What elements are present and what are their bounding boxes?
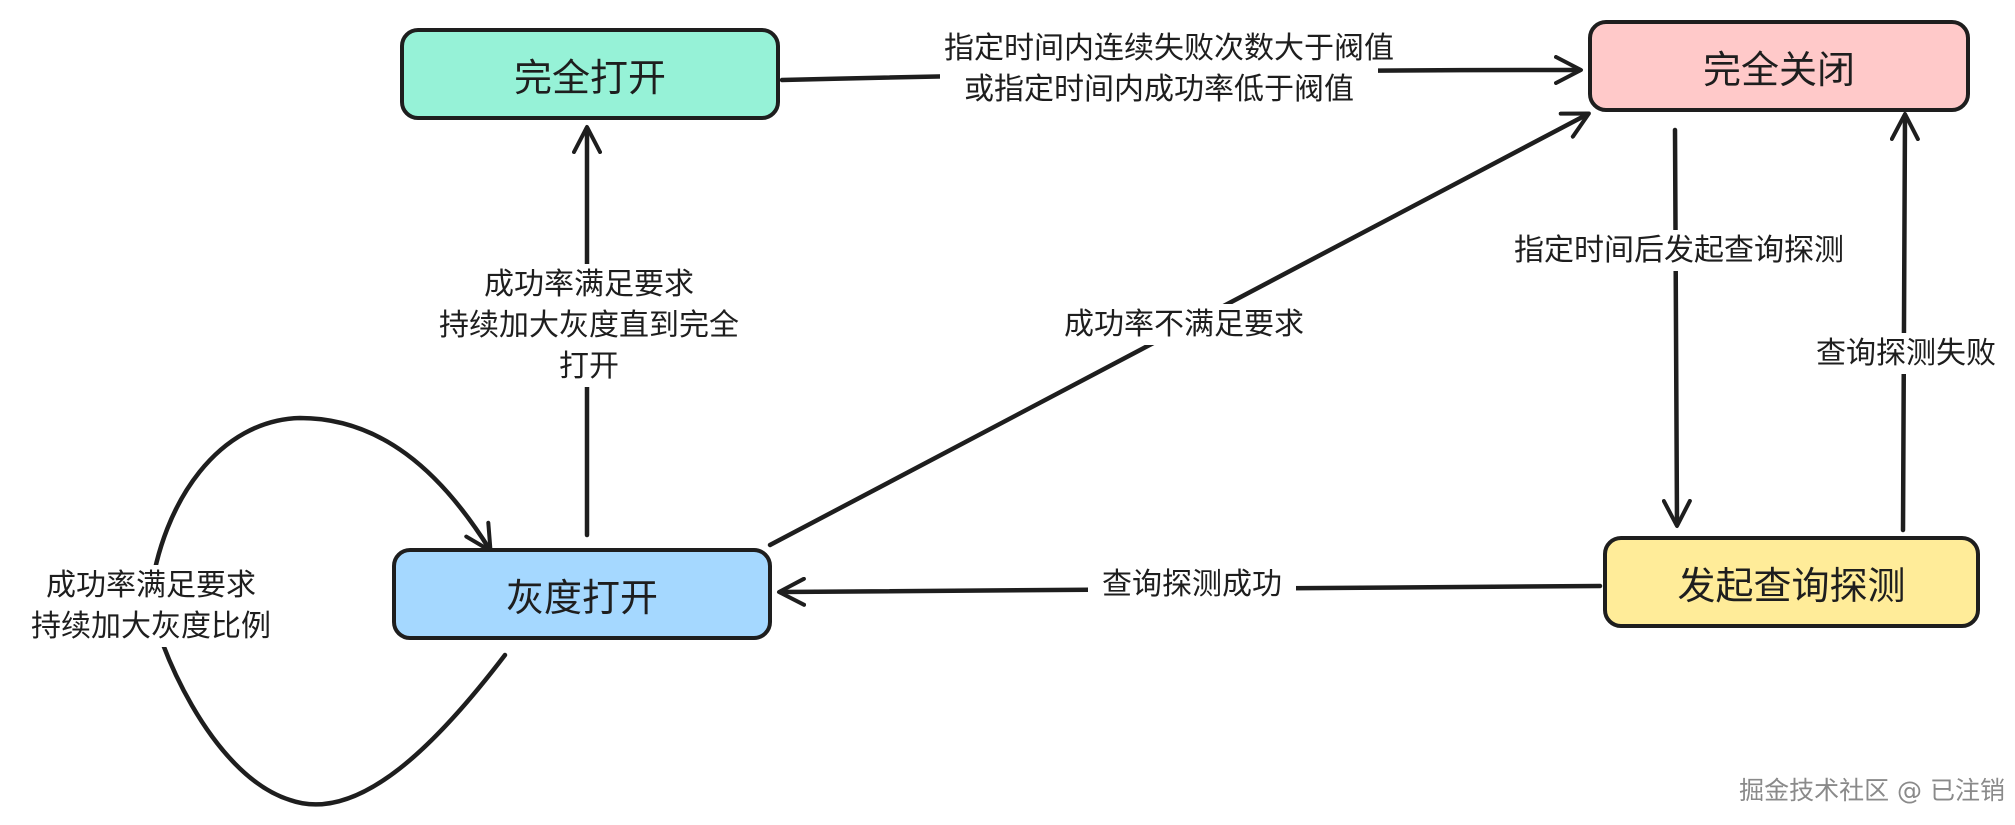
state-fully-open: 完全打开 [400,28,780,120]
state-start-probe: 发起查询探测 [1603,536,1980,628]
state-gray-open: 灰度打开 [392,548,772,640]
state-fully-closed-label: 完全关闭 [1702,47,1855,92]
state-gray-open-label: 灰度打开 [505,575,658,620]
state-fully-closed: 完全关闭 [1588,20,1970,112]
edge-label-probe-to-gray: 查询探测成功 [1088,564,1296,605]
edge-label-line: 成功率满足要求 [484,267,694,302]
edge-probe-to-closed [1889,112,1920,533]
edge-label-line: 指定时间内连续失败次数大于阀值 [944,31,1394,66]
edge-label-line: 查询探测成功 [1102,567,1282,602]
edge-label-line: 成功率满足要求 [46,568,256,603]
state-fully-open-label: 完全打开 [513,55,666,100]
edge-label-gray-to-open: 成功率满足要求 持续加大灰度直到完全 打开 [420,264,758,387]
edge-label-line: 查询探测失败 [1816,336,1996,371]
edge-closed-to-probe [1661,127,1692,528]
edge-label-probe-to-closed: 查询探测失败 [1802,333,2010,374]
edge-label-gray-self-loop: 成功率满足要求 持续加大灰度比例 [12,565,290,647]
edge-label-line: 指定时间后发起查询探测 [1514,233,1844,268]
watermark: 掘金技术社区 @ 已注销 [1739,776,2005,805]
edge-label-closed-to-probe: 指定时间后发起查询探测 [1495,230,1863,271]
edge-label-line: 打开 [559,349,619,384]
state-start-probe-label: 发起查询探测 [1677,563,1906,608]
edge-label-line: 成功率不满足要求 [1064,307,1304,342]
edge-label-line: 持续加大灰度比例 [31,609,271,644]
edge-label-line: 或指定时间内成功率低于阀值 [964,72,1354,107]
edge-label-line: 持续加大灰度直到完全 [439,308,739,343]
edge-label-open-to-closed: 指定时间内连续失败次数大于阀值 或指定时间内成功率低于阀值 [940,28,1394,110]
edge-label-gray-to-closed: 成功率不满足要求 [1045,304,1323,345]
